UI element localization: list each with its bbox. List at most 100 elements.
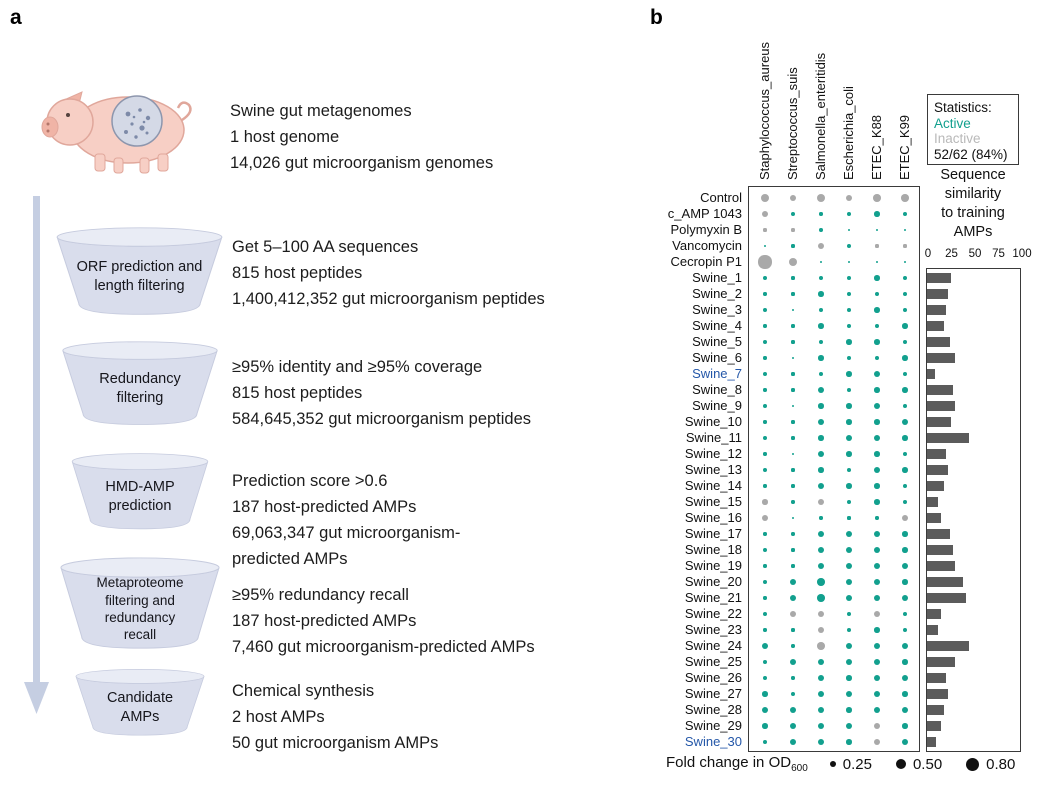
column-label: Salmonella_enteritidis	[813, 52, 828, 180]
activity-dot	[762, 739, 768, 745]
row-label: Cecropin P1	[670, 254, 742, 269]
activity-dot	[791, 356, 795, 360]
activity-dot	[762, 275, 768, 281]
activity-dot	[762, 403, 768, 409]
row-label: Swine_23	[684, 622, 742, 637]
funnel-shape-icon	[75, 669, 205, 736]
activity-dot	[873, 706, 881, 714]
activity-dot	[762, 675, 768, 681]
activity-dot	[874, 339, 880, 345]
activity-dot	[761, 210, 769, 218]
activity-dot	[846, 739, 852, 745]
similarity-bar-frame	[926, 268, 1021, 752]
row-label: Swine_19	[684, 558, 742, 573]
row-label: Swine_25	[684, 654, 742, 669]
activity-dot	[762, 723, 768, 729]
size-legend-items: 0.25 0.50 0.80	[829, 755, 1016, 773]
row-label: Swine_29	[684, 718, 742, 733]
similarity-bar	[927, 673, 946, 683]
activity-dot	[874, 451, 880, 457]
size-legend-item: 0.50	[895, 756, 942, 773]
similarity-bar	[927, 625, 939, 635]
activity-dot	[901, 418, 909, 426]
similarity-bar	[927, 369, 935, 379]
activity-dot	[791, 676, 795, 680]
activity-dot	[845, 546, 853, 554]
activity-dot	[817, 690, 825, 698]
activity-dot	[791, 308, 795, 312]
activity-dot	[817, 386, 825, 394]
activity-dot	[902, 371, 908, 377]
activity-dot	[791, 500, 795, 504]
activity-dot	[762, 339, 768, 345]
activity-dot	[817, 242, 825, 250]
activity-dot	[763, 420, 767, 424]
activity-dot	[846, 419, 852, 425]
axis-tick-label: 100	[1012, 248, 1032, 260]
activity-dot	[760, 193, 770, 203]
row-label: Swine_26	[684, 670, 742, 685]
activity-dot	[817, 610, 825, 618]
activity-dot	[846, 243, 852, 249]
similarity-bar	[927, 529, 950, 539]
step-4-description: ≥95% redundancy recall 187 host-predicte…	[232, 586, 535, 656]
similarity-bar	[927, 449, 946, 459]
row-label: Swine_10	[684, 414, 742, 429]
activity-dot	[791, 292, 795, 296]
activity-dot	[847, 228, 851, 232]
row-label: Swine_3	[692, 302, 742, 317]
activity-dot	[902, 291, 908, 297]
activity-dot	[791, 372, 795, 376]
fold-change-legend-label: Fold change in OD600	[666, 754, 808, 774]
activity-dot	[791, 388, 795, 392]
activity-dot	[875, 260, 879, 264]
activity-dot	[790, 691, 796, 697]
legend-dot-label: 0.25	[842, 755, 872, 773]
funnel-step-5: Candidate AMPs	[72, 668, 208, 738]
activity-dot	[902, 659, 908, 665]
activity-dot	[902, 403, 908, 409]
activity-dot	[874, 307, 880, 313]
activity-dot	[817, 578, 825, 586]
activity-dot	[762, 467, 768, 473]
row-label: Swine_20	[684, 574, 742, 589]
row-label: Swine_28	[684, 702, 742, 717]
activity-dot	[873, 594, 881, 602]
column-label: ETEC_K88	[869, 114, 884, 180]
activity-dot	[791, 244, 795, 248]
activity-dot	[845, 530, 853, 538]
activity-dot	[818, 339, 824, 345]
activity-dot	[817, 626, 825, 634]
activity-dot	[791, 452, 795, 456]
activity-dot	[762, 691, 768, 697]
similarity-bar	[927, 465, 948, 475]
step-3-description: Prediction score >0.6 187 host-predicted…	[232, 472, 461, 568]
activity-dot	[818, 355, 824, 361]
activity-dot	[818, 403, 824, 409]
similarity-bar	[927, 721, 942, 731]
similarity-bar	[927, 513, 942, 523]
activity-dot	[901, 562, 909, 570]
od-subscript: 600	[791, 763, 808, 774]
activity-dot	[874, 355, 880, 361]
activity-dot	[902, 387, 908, 393]
axis-tick-label: 0	[924, 248, 932, 260]
activity-dot	[902, 627, 908, 633]
activity-dot	[873, 466, 881, 474]
activity-dot	[902, 611, 908, 617]
activity-dot	[845, 690, 853, 698]
axis-tick-label: 75	[992, 248, 1005, 260]
funnel-step-2: Redundancy filtering	[58, 340, 222, 428]
activity-dot	[846, 707, 852, 713]
row-label: Vancomycin	[672, 238, 742, 253]
activity-dot	[846, 323, 852, 329]
legend-dot-label: 0.80	[986, 755, 1016, 773]
activity-dot	[817, 546, 825, 554]
activity-dot	[901, 642, 909, 650]
activity-dot	[763, 388, 767, 392]
activity-dot	[763, 228, 767, 232]
row-label: Swine_8	[692, 382, 742, 397]
activity-dot	[762, 611, 768, 617]
similarity-axis-title: Sequence similarity to training AMPs	[940, 167, 1006, 240]
